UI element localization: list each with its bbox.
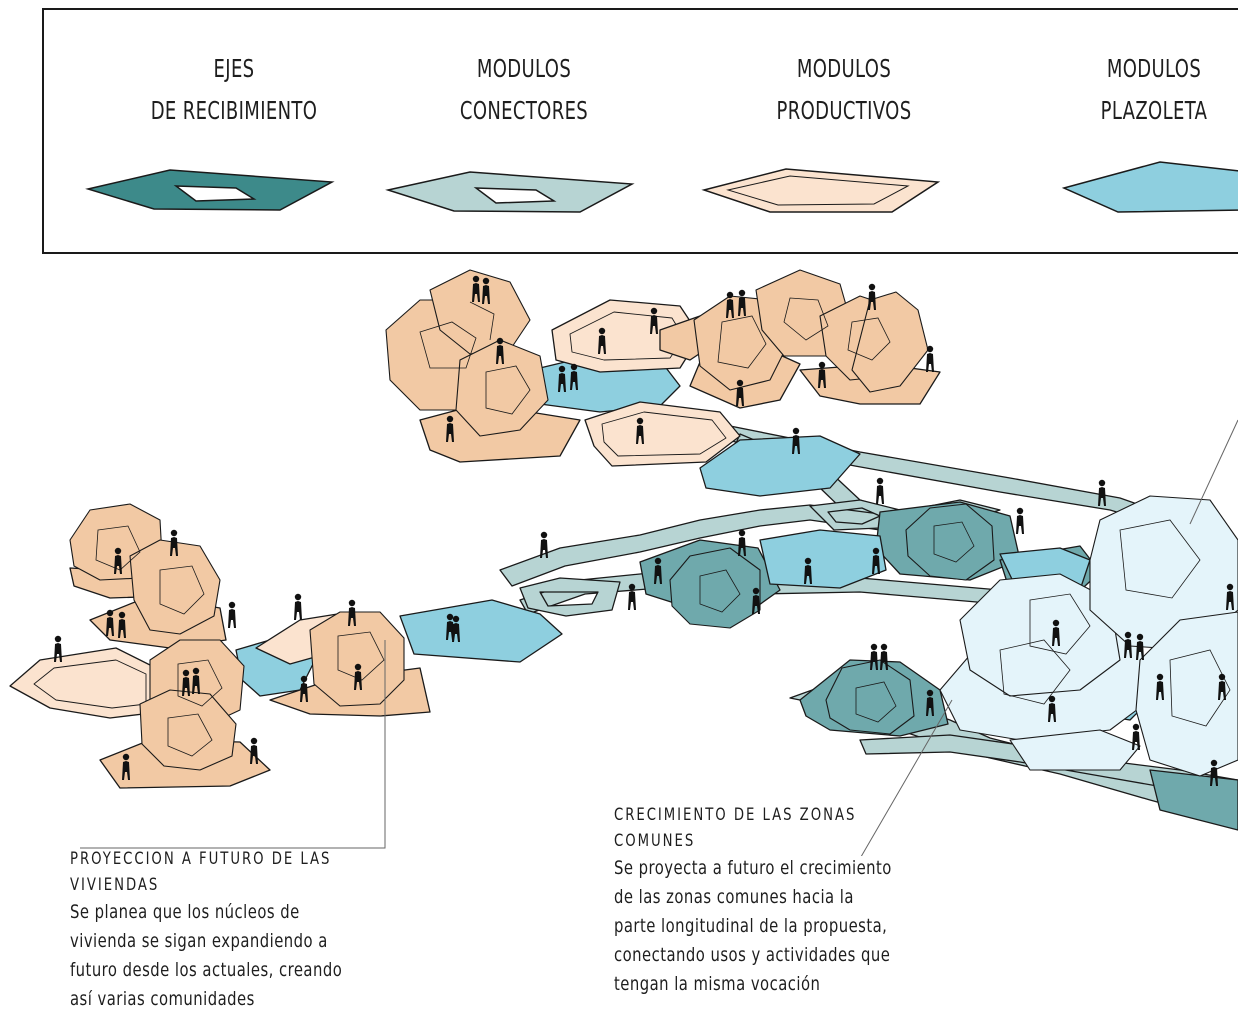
annotation-common-title: CRECIMIENTO DE LAS ZONAS COMUNES: [614, 805, 857, 851]
annotation-housing-title: PROYECCION A FUTURO DE LAS VIVIENDAS: [70, 849, 332, 895]
axis-dodecahedra: [669, 503, 995, 735]
legend-swatch-conectores: [385, 171, 635, 213]
legend-swatch-productivos: [701, 168, 941, 213]
legend-swatch-plazoleta: [1061, 161, 1238, 213]
annotation-common-body: Se proyecta a futuro el crecimiento de l…: [614, 857, 892, 995]
annotation-housing-body: Se planea que los núcleos de vivienda se…: [70, 901, 343, 1010]
annotation-housing: PROYECCION A FUTURO DE LAS VIVIENDAS Se …: [70, 846, 342, 1014]
annotation-common: CRECIMIENTO DE LAS ZONAS COMUNES Se proy…: [614, 802, 892, 999]
legend-swatch-ejes: [85, 169, 335, 211]
leader-lines: [80, 419, 1238, 856]
site-diagram: [9, 269, 1238, 856]
common-zone-modules: [939, 495, 1238, 777]
